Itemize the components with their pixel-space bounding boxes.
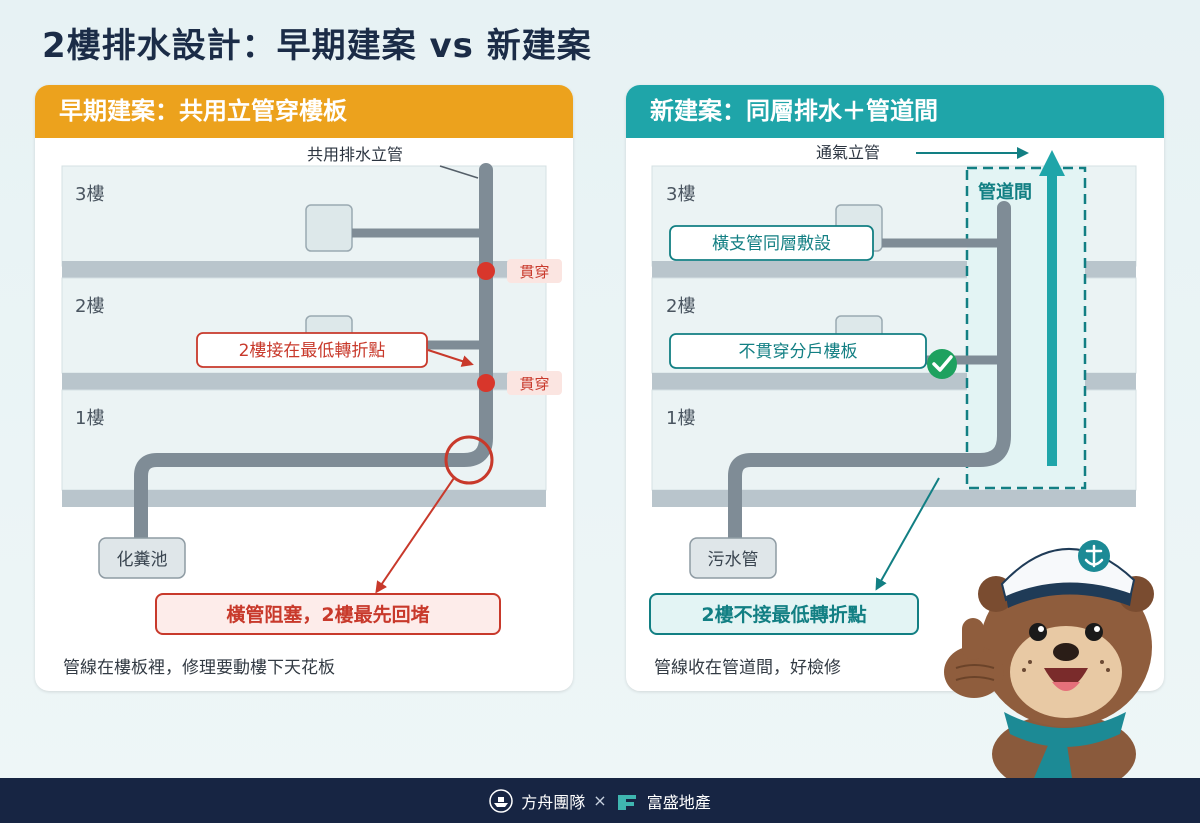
penetration-badge (507, 371, 562, 395)
benefit-callout-text: 2樓不接最低轉折點 (701, 603, 866, 626)
floor-label-3: 3樓 (75, 184, 104, 205)
floor-slab (62, 261, 546, 278)
floor-slab (62, 490, 546, 507)
new-building-header: 新建案：同層排水＋管道間 (626, 85, 1164, 138)
floor-label-3: 3樓 (666, 184, 695, 205)
pipe-shaft-label: 管道間 (978, 181, 1032, 203)
vent-riser-label: 通氣立管 (816, 143, 880, 162)
pipe-shaft (965, 166, 1087, 490)
riser-leader-line (439, 165, 479, 179)
sewer-pipe-box (689, 537, 777, 579)
connect-callout-box (196, 332, 428, 368)
floor-drain-fixture (305, 204, 353, 252)
footer-bar: 方舟團隊 × 富盛地產 (0, 778, 1200, 823)
early-building-header: 早期建案：共用立管穿樓板 (35, 85, 573, 138)
no-penetration-callout-text: 不貫穿分戶樓板 (739, 342, 858, 362)
problem-callout-text: 橫管阻塞，2樓最先回堵 (226, 603, 429, 626)
early-building-diagram: 3樓 2樓 1樓 共用排水立管 貫穿 貫穿 2樓接在最低轉折點 化糞池 橫管阻 (61, 145, 562, 635)
blockage-highlight (444, 435, 494, 485)
benefit-arrow (875, 477, 940, 591)
floor-label-1: 1樓 (75, 408, 104, 429)
drain-riser-in-shaft (728, 201, 1011, 545)
floor-label-1: 1樓 (666, 408, 695, 429)
ark-team-name: 方舟團隊 (521, 792, 586, 812)
fusheng-realty-logo-icon (617, 794, 636, 810)
penetration-point (477, 262, 495, 280)
shared-riser-label: 共用排水立管 (307, 145, 403, 164)
septic-tank-label: 化糞池 (117, 550, 168, 570)
connect-callout-arrow (427, 349, 474, 367)
penetration-badge-label: 貫穿 (519, 375, 549, 393)
footer-separator: × (593, 791, 607, 810)
fusheng-realty-name: 富盛地產 (646, 792, 711, 812)
floor-label-2: 2樓 (666, 296, 695, 317)
problem-callout-box (155, 593, 501, 635)
penetration-badge-label: 貫穿 (519, 263, 549, 281)
new-building-caption: 管線收在管道間，好檢修 (654, 658, 841, 678)
septic-tank (98, 537, 186, 579)
early-building-panel: 早期建案：共用立管穿樓板 3樓 2樓 1樓 共用排水立管 貫穿 (35, 85, 573, 691)
penetration-point (477, 374, 495, 392)
benefit-callout-box (649, 593, 919, 635)
new-building-panel: 新建案：同層排水＋管道間 3樓 2樓 1樓 管道間 通氣立管 (626, 85, 1164, 691)
floor-3-zone (61, 165, 547, 267)
connect-callout-text: 2樓接在最低轉折點 (239, 341, 386, 361)
no-penetration-callout-box (669, 333, 927, 369)
ark-team-logo-icon (489, 788, 514, 813)
check-icon (927, 349, 957, 379)
shared-drain-riser (134, 163, 493, 545)
branch-callout-text: 橫支管同層敷設 (712, 234, 831, 254)
sewer-pipe-label: 污水管 (708, 550, 759, 570)
penetration-badge (507, 259, 562, 283)
otter-sailor-mascot (944, 540, 1154, 778)
early-building-caption: 管線在樓板裡，修理要動樓下天花板 (63, 658, 335, 678)
branch-callout-box (669, 225, 874, 261)
new-building-diagram: 3樓 2樓 1樓 管道間 通氣立管 橫支管同層敷設 不貫穿分戶樓板 污水管 (649, 143, 1137, 635)
page-title: 2樓排水設計：早期建案 vs 新建案 (42, 26, 592, 66)
floor-slab (652, 490, 1136, 507)
blockage-arrow (375, 477, 455, 594)
floor-label-2: 2樓 (75, 296, 104, 317)
floor-slab (62, 373, 546, 390)
